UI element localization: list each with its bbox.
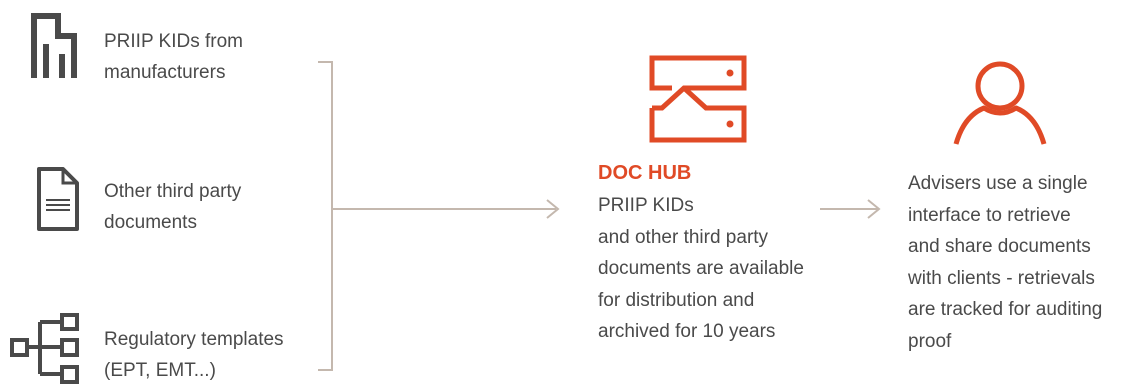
server-icon	[649, 55, 747, 143]
adviser-line: are tracked for auditing	[908, 299, 1103, 320]
hub-line: archived for 10 years	[598, 321, 776, 342]
user-icon	[953, 61, 1047, 145]
building-icon	[31, 13, 77, 78]
adviser-line: Advisers use a single	[908, 173, 1088, 194]
source-label-regulatory: Regulatory templates (EPT, EMT...)	[104, 329, 284, 381]
arrow-to-adviser	[820, 199, 881, 219]
hub-line: for distribution and	[598, 289, 755, 311]
document-icon	[37, 167, 79, 231]
adviser-line: and share documents	[908, 236, 1091, 257]
adviser-line: proof	[908, 330, 952, 352]
hierarchy-icon	[10, 313, 79, 384]
hub-line: PRIIP KIDs	[598, 195, 694, 216]
source-label-third-party: Other third party documents	[104, 181, 242, 233]
adviser-line: with clients - retrievals	[908, 267, 1095, 289]
adviser-description: Advisers use a single interface to retri…	[908, 168, 1102, 357]
hub-description: PRIIP KIDs and other third party documen…	[598, 190, 804, 348]
hub-line: documents are available	[598, 258, 804, 279]
adviser-line: interface to retrieve	[908, 204, 1071, 226]
source-label-manufacturers: PRIIP KIDs from manufacturers	[104, 31, 244, 83]
hub-title: DOC HUB	[598, 162, 692, 184]
hub-line: and other third party	[598, 226, 769, 248]
